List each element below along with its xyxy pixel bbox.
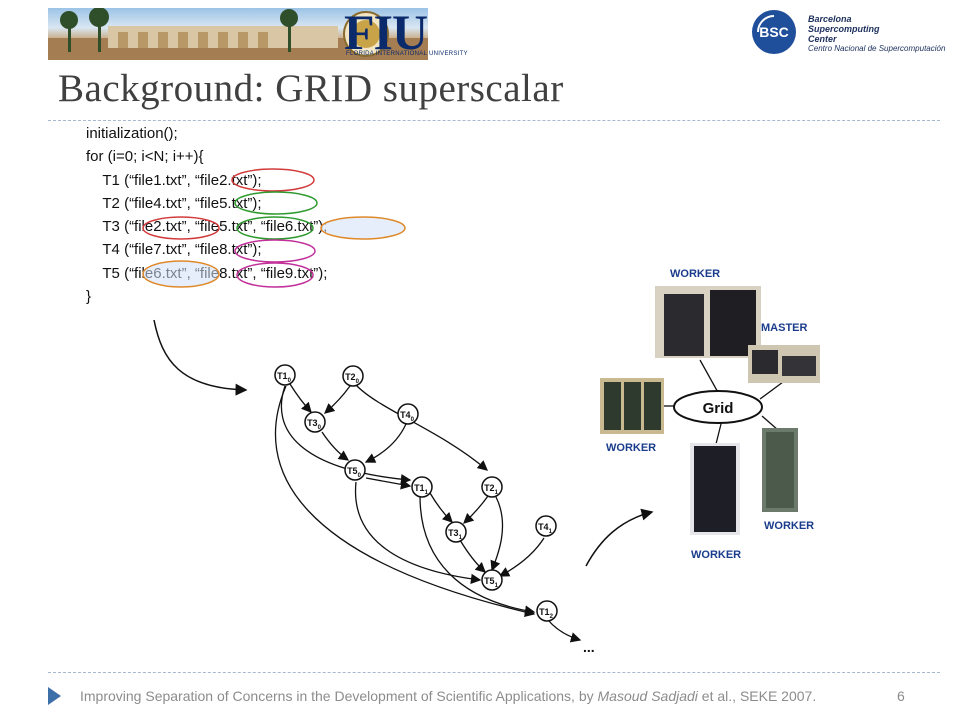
server-worker-left-icon (600, 378, 664, 434)
node-t1-1 (411, 476, 433, 498)
node-t1-2 (536, 600, 558, 622)
svg-text:T12: T12 (539, 607, 554, 620)
worker-right-label: WORKER (764, 520, 814, 532)
graph-to-grid-arrow (585, 508, 654, 567)
fiu-logo-subtitle: FLORIDA INTERNATIONAL UNIVERSITY (346, 51, 468, 57)
node-t4-0 (397, 403, 419, 425)
grid-cloud (673, 390, 763, 424)
code-block: initialization(); for (i=0; i<N; i++){ T… (86, 122, 327, 308)
node-t5-0 (344, 459, 366, 481)
file2-ring (231, 168, 315, 192)
master-label: MASTER (761, 322, 808, 334)
fiu-campus-banner (48, 8, 428, 60)
worker-top-label: WORKER (670, 268, 720, 280)
file2-ring-t3 (142, 216, 220, 240)
file5-ring (234, 191, 318, 215)
bsc-line-3: Center (808, 34, 837, 44)
node-t3-1 (445, 521, 467, 543)
node-t2-0 (342, 365, 364, 387)
code-line: T1 (“file1.txt”, “file2.txt”); (86, 171, 262, 189)
node-t4-1 (535, 515, 557, 537)
footer-author: Masoud Sadjadi (597, 688, 698, 704)
grid-center-label: Grid (703, 400, 734, 417)
file5-ring-t3 (236, 216, 314, 240)
code-line: initialization(); (86, 125, 178, 142)
svg-text:T40: T40 (400, 410, 415, 423)
footer-citation: Improving Separation of Concerns in the … (80, 688, 816, 704)
bsc-line-2: Supercomputing (808, 24, 880, 34)
file8-ring-t4 (234, 239, 316, 263)
svg-text:T51: T51 (484, 576, 499, 589)
server-master-icon (748, 345, 820, 383)
svg-text:T50: T50 (347, 466, 362, 479)
code-line: T2 (“file4.txt”, “file5.txt”); (86, 194, 262, 212)
slide-title: Background: GRID superscalar (58, 67, 564, 110)
footer-triangle-icon (48, 687, 61, 705)
svg-text:T21: T21 (484, 483, 499, 496)
file6-ring-t5 (142, 260, 220, 288)
footer-text: Improving Separation of Concerns in the … (80, 688, 598, 704)
svg-text:T20: T20 (345, 372, 360, 385)
code-to-graph-arrow (153, 319, 248, 396)
file8-ring-t5 (236, 262, 314, 288)
bsc-logo-icon: BSC (752, 10, 796, 54)
svg-text:T11: T11 (414, 483, 429, 496)
node-t3-0 (304, 411, 326, 433)
bsc-name: Barcelona Supercomputing Center Centro N… (808, 14, 945, 54)
code-line: T4 (“file7.txt”, “file8.txt”); (86, 241, 262, 259)
server-worker-right-icon (762, 428, 798, 512)
server-worker-bottom-icon (690, 443, 740, 535)
node-t2-1 (481, 476, 503, 498)
page-number: 6 (897, 688, 905, 704)
bsc-logo: BSC (748, 8, 948, 58)
bsc-badge-text: BSC (759, 24, 789, 40)
svg-text:T41: T41 (538, 522, 553, 535)
svg-text:T30: T30 (307, 418, 322, 431)
code-line: for (i=0; i<N; i++){ (86, 148, 204, 166)
footer-divider (48, 672, 940, 673)
code-line: } (86, 288, 92, 306)
server-worker-top-icon (655, 286, 761, 358)
fiu-logo-text: FIU (344, 4, 428, 60)
graph-ellipsis: ... (583, 639, 595, 655)
title-divider (48, 120, 940, 121)
footer-text-end: et al., SEKE 2007. (697, 688, 817, 704)
svg-text:T10: T10 (277, 371, 292, 384)
svg-text:T31: T31 (448, 528, 463, 541)
bsc-line-1: Barcelona (808, 14, 852, 24)
bsc-line-4: Centro Nacional de Supercomputación (808, 44, 946, 53)
file6-ring-t3 (320, 216, 406, 240)
campus-photo-icon (48, 8, 428, 60)
node-t1-0 (274, 364, 296, 386)
worker-left-label: WORKER (606, 442, 656, 454)
node-t5-1 (481, 569, 503, 591)
worker-bottom-label: WORKER (691, 549, 741, 561)
